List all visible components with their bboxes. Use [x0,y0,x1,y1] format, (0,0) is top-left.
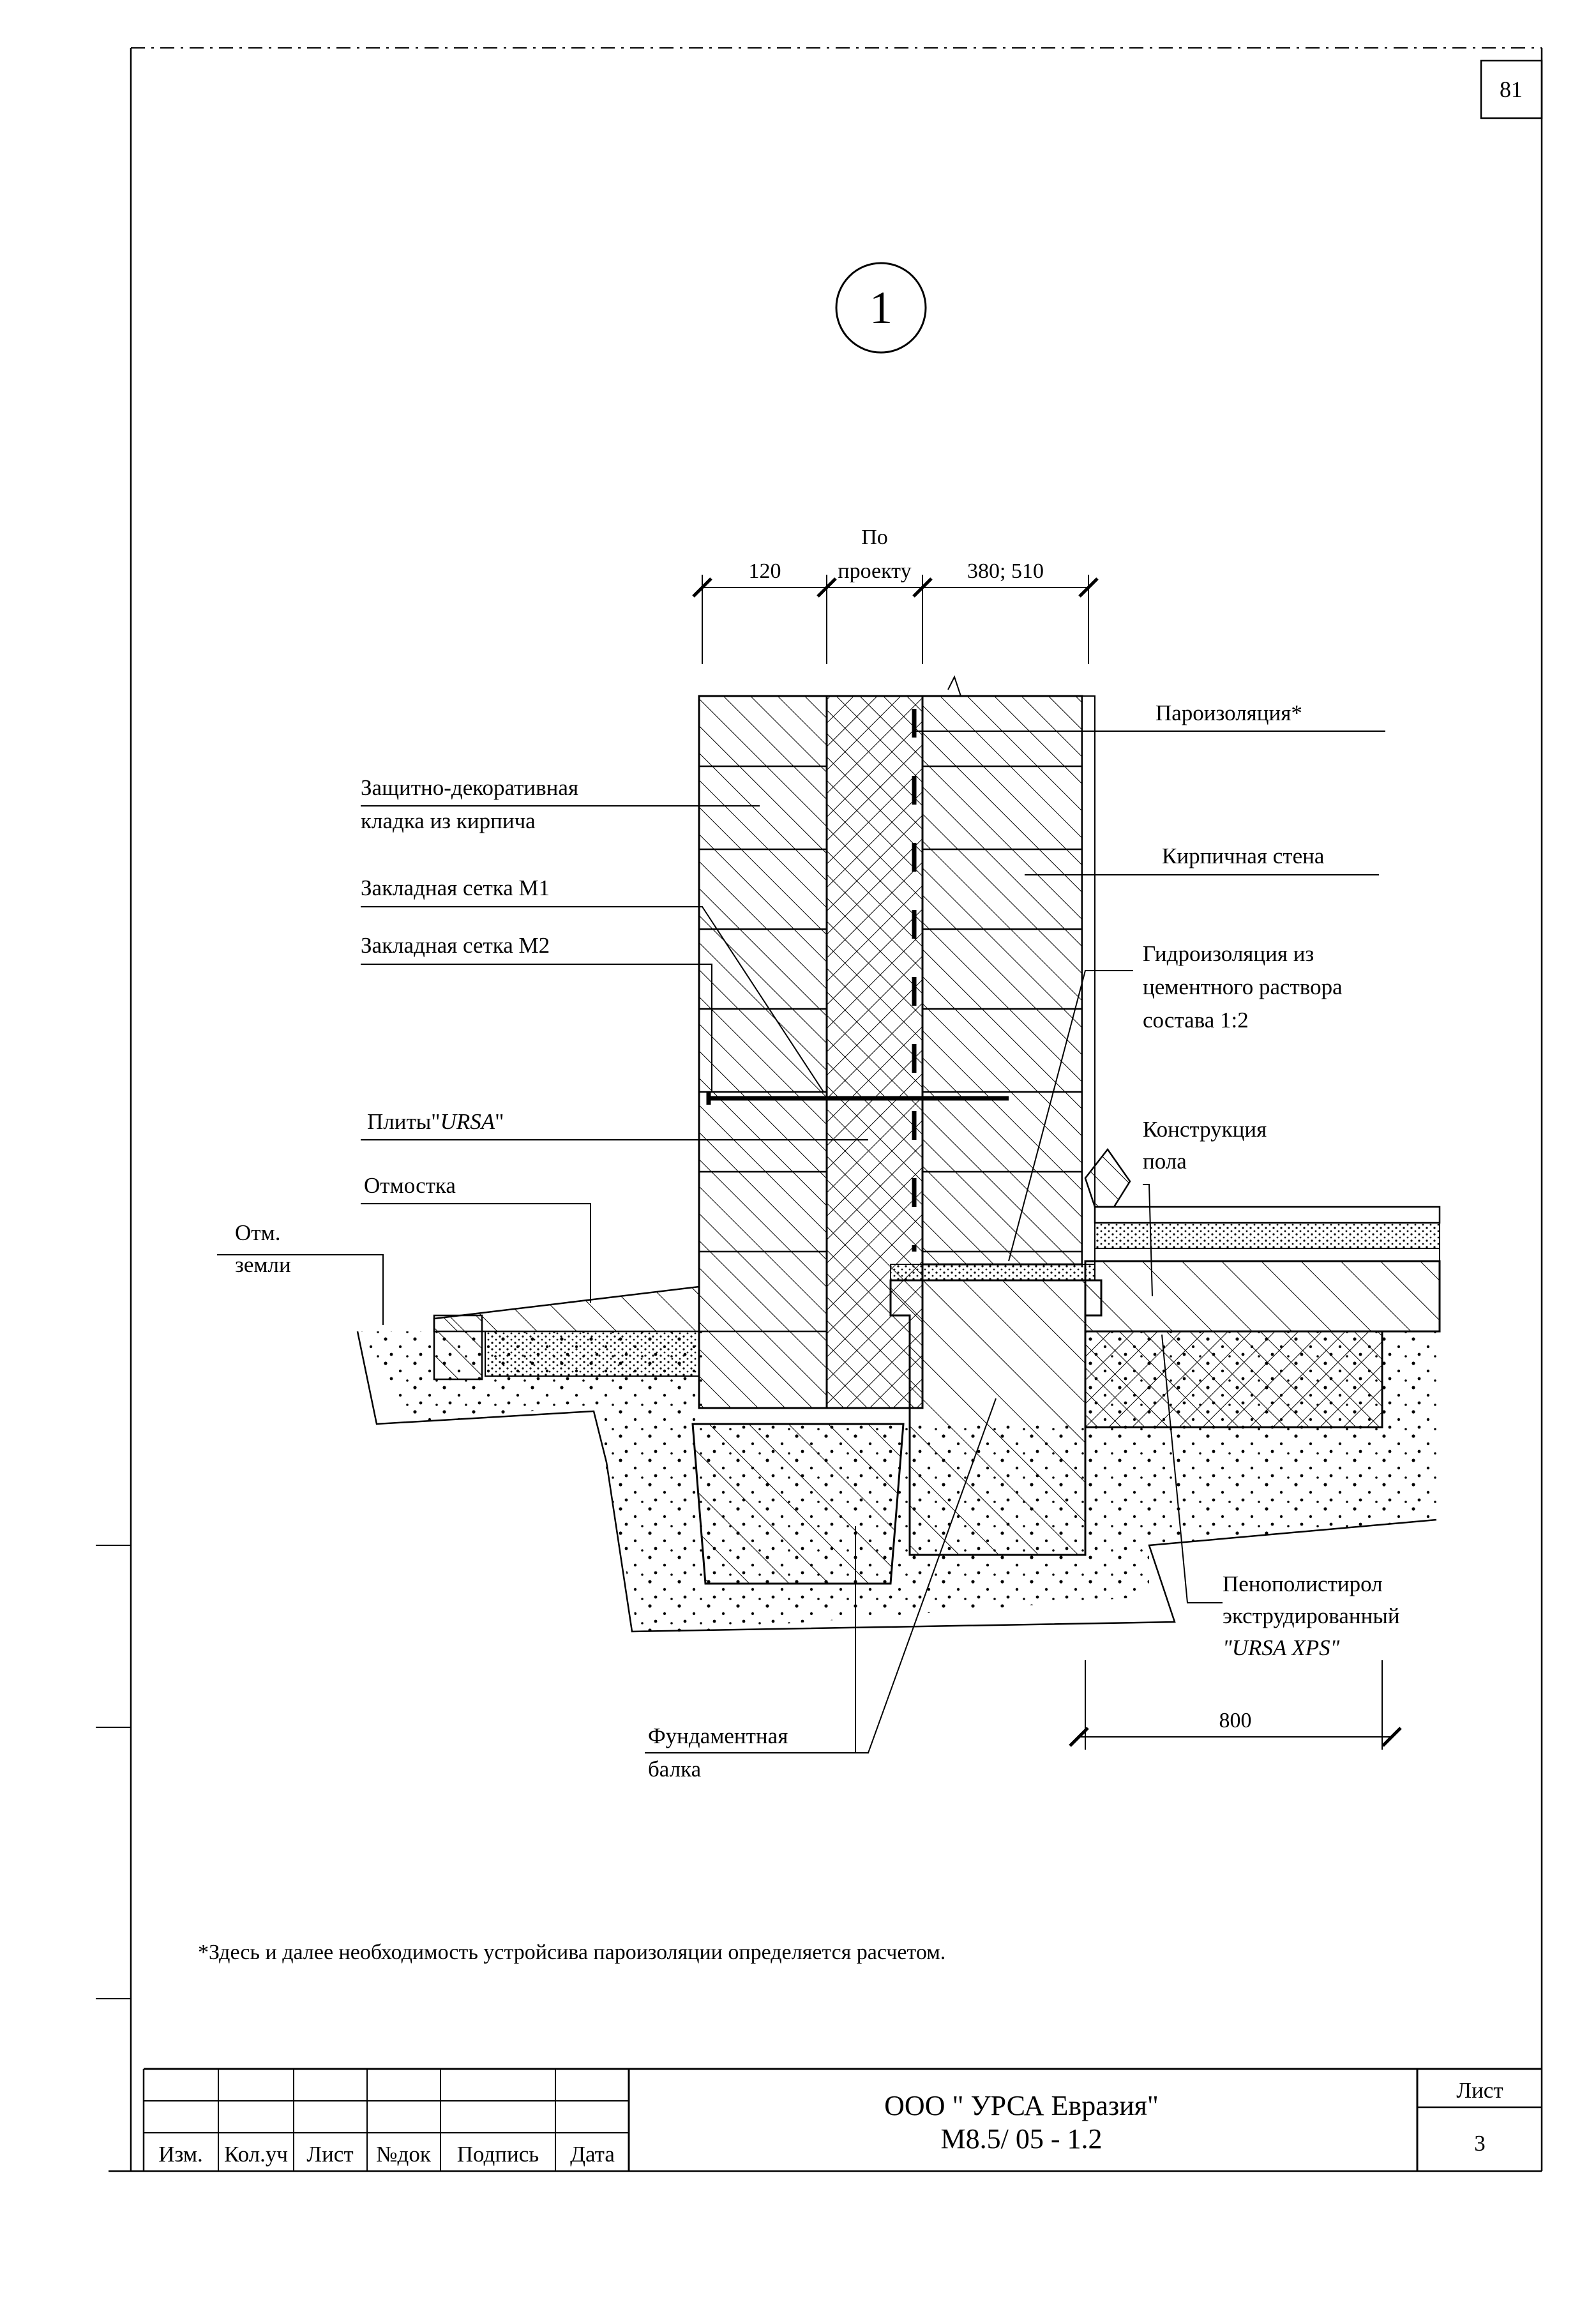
title-block [142,2068,1542,2171]
label-brick-wall: Кирпичная стена [1162,844,1325,868]
label-floor-construction-1: Конструкция [1143,1117,1267,1142]
tb-col-change: Изм. [158,2142,203,2167]
label-blind-area: Отмостка [364,1173,456,1198]
label-foundation-beam-1: Фундаментная [648,1723,788,1748]
tb-sheet-value: 3 [1474,2131,1486,2156]
detail-marker: 1 [835,262,927,354]
label-decorative-masonry-2: кладка из кирпича [361,808,536,833]
label-decorative-masonry-1: Защитно-декоративная [361,775,578,800]
label-ground-level-2: земли [235,1252,291,1277]
inner-brick-wall [921,675,1095,1266]
outer-brick-leaf [698,695,828,1409]
reinforcing-mesh [706,1092,1009,1105]
dim-insulation-line2: проекту [838,559,911,583]
label-ground-level-1: Отм. [235,1220,280,1245]
tb-col-count: Кол.уч [224,2142,288,2167]
footnote: *Здесь и далее необходимость устройсива … [198,1941,945,1964]
dim-xps-width: 800 [1219,1709,1252,1732]
sheet-frame [96,47,1543,2172]
foundation-beam [691,1279,1103,1585]
sheet-number-box: 81 [1480,59,1543,119]
tb-col-signature: Подпись [457,2142,539,2167]
tb-company: ООО " УРСА Евразия" [884,2090,1159,2121]
tb-col-sheet: Лист [306,2142,353,2167]
tb-document-code: М8.5/ 05 - 1.2 [941,2123,1103,2154]
top-dimension-chain [692,575,1099,664]
label-mesh-m2: Закладная сетка М2 [361,933,550,958]
dim-inner-wall: 380; 510 [967,559,1044,583]
label-mesh-m1: Закладная сетка М1 [361,875,550,900]
label-vapor-barrier: Пароизоляция* [1156,700,1302,725]
leader-lines [217,731,1385,1753]
dim-insulation-line1: По [861,526,888,549]
sheet-number: 81 [1500,77,1523,102]
label-waterproofing-1: Гидроизоляция из [1143,941,1314,966]
dim-outer-leaf: 120 [749,559,781,583]
tb-col-doc: №док [376,2142,432,2167]
xps-insulation [1084,1330,1383,1428]
tb-col-date: Дата [570,2142,615,2167]
label-foundation-beam-2: балка [648,1757,702,1782]
label-waterproofing-3: состава 1:2 [1143,1008,1249,1033]
label-xps-3: "URSA XPS" [1223,1635,1340,1660]
tb-sheet-label: Лист [1456,2078,1503,2103]
waterproofing-layer [890,1264,1095,1281]
blind-area [433,1285,700,1381]
label-floor-construction-2: пола [1143,1149,1187,1174]
label-waterproofing-2: цементного раствора [1143,974,1343,999]
label-xps-1: Пенополистирол [1223,1571,1383,1596]
label-xps-2: экструдированный [1223,1603,1400,1628]
bottom-dimension [1069,1660,1402,1750]
label-ursa-boards: Плиты"URSA" [367,1109,504,1134]
detail-number: 1 [870,282,892,333]
floor-construction [1084,1147,1441,1333]
